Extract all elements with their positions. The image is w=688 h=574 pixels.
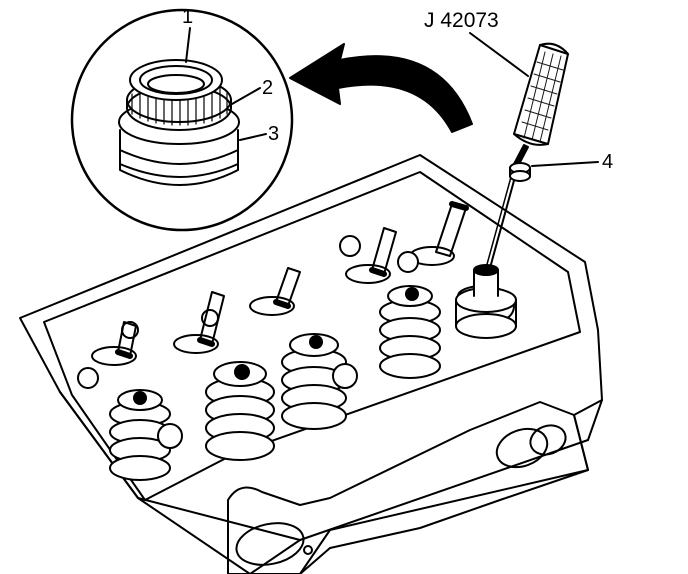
callout-1: 1 <box>182 6 194 28</box>
leader-2 <box>231 87 261 105</box>
seal-installer-tool <box>469 32 599 269</box>
callout-2: 2 <box>262 77 274 99</box>
spring-4 <box>379 285 441 379</box>
port-oval-2 <box>495 427 549 469</box>
spring-2 <box>205 361 275 461</box>
valve-springs <box>109 285 441 481</box>
leader-3 <box>239 133 267 141</box>
spring-1 <box>109 389 171 481</box>
bolt-hole <box>303 545 313 555</box>
callout-3: 3 <box>268 123 280 145</box>
tool-leader <box>469 32 529 77</box>
tool-rod <box>489 165 519 269</box>
spring-3 <box>281 333 347 430</box>
leader-4 <box>531 161 599 167</box>
head-lower-face <box>249 399 603 574</box>
head-inner-rim <box>43 171 581 501</box>
gasket-outline <box>227 401 589 574</box>
port-oval-3 <box>529 424 567 456</box>
valve-stems <box>77 201 515 449</box>
tool-number-label: J 42073 <box>424 9 499 32</box>
detail-inset <box>70 8 294 232</box>
leader-1 <box>185 27 191 63</box>
right-valve-seal <box>455 264 517 339</box>
port-oval-1 <box>235 522 305 566</box>
head-deck-edge <box>59 391 589 541</box>
callout-4: 4 <box>602 151 614 173</box>
curved-arrow <box>289 43 473 133</box>
gasket-face <box>227 401 589 574</box>
